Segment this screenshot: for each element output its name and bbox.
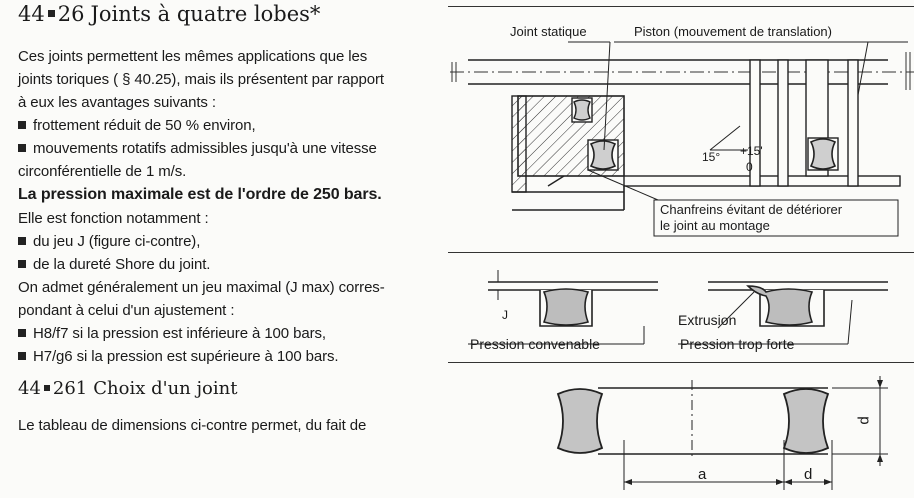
dim-d: d bbox=[804, 466, 813, 483]
intro-line-2: joints toriques ( § 40.25), mais ils pré… bbox=[18, 71, 384, 88]
figure-divider bbox=[448, 252, 914, 253]
advantage-item: frottement réduit de 50 % environ, bbox=[18, 114, 256, 137]
label-angle: 15° bbox=[702, 150, 721, 164]
seal-cross-section bbox=[782, 388, 830, 454]
label-gap-j: J bbox=[502, 308, 508, 322]
section-number: 44 bbox=[18, 2, 45, 26]
section-number: 44 bbox=[18, 378, 41, 399]
section-subnumber: 261 bbox=[52, 378, 88, 399]
jmax-line-2: pondant à celui d'un ajustement : bbox=[18, 302, 235, 319]
section-title: Joints à quatre lobes* bbox=[90, 2, 321, 26]
intro-line-1: Ces joints permettent les mêmes applicat… bbox=[18, 48, 368, 65]
seal-normal bbox=[542, 288, 590, 326]
label-piston: Piston (mouvement de translation) bbox=[634, 24, 832, 39]
pressure-factor: du jeu J (figure ci-contre), bbox=[18, 230, 200, 253]
label-tolerance-bottom: 0 bbox=[746, 160, 753, 174]
label-chamfer-1: Chanfreins évitant de détériorer bbox=[660, 202, 843, 217]
fit-item: H7/g6 si la pression est supérieure à 10… bbox=[18, 345, 339, 368]
section-subnumber: 26 bbox=[57, 2, 85, 26]
figure-column: Joint statique Piston (mouvement de tran… bbox=[448, 0, 914, 498]
max-pressure-statement: La pression maximale est de l'ordre de 2… bbox=[18, 186, 382, 203]
section-title: Choix d'un joint bbox=[93, 378, 238, 399]
figure-extrusion-comparison bbox=[468, 270, 888, 345]
advantage-continuation: circonférentielle de 1 m/s. bbox=[18, 163, 187, 180]
fit-item: H8/f7 si la pression est inférieure à 10… bbox=[18, 322, 326, 345]
technical-drawings bbox=[450, 41, 914, 490]
dim-d-vertical: d bbox=[855, 416, 873, 425]
pressure-factor: de la dureté Shore du joint. bbox=[18, 253, 210, 276]
square-bullet-icon bbox=[47, 10, 55, 17]
label-chamfer-2: le joint au montage bbox=[660, 218, 770, 233]
square-bullet-icon bbox=[43, 384, 50, 391]
figure-top-rule bbox=[448, 6, 914, 7]
seal-extruded bbox=[746, 285, 814, 326]
advantage-item: mouvements rotatifs admissibles jusqu'à … bbox=[18, 137, 377, 160]
quad-ring-seal bbox=[573, 99, 591, 121]
figure-seal-dimensions bbox=[556, 376, 888, 490]
seal-cross-section bbox=[556, 388, 604, 454]
label-pressure-ok: Pression convenable bbox=[470, 336, 600, 352]
quad-ring-seal bbox=[809, 138, 837, 170]
pressure-intro: Elle est fonction notamment : bbox=[18, 210, 209, 227]
label-tolerance-top: +15' bbox=[740, 144, 763, 158]
jmax-line-1: On admet généralement un jeu maximal (J … bbox=[18, 279, 385, 296]
label-extrusion: Extrusion bbox=[678, 312, 737, 328]
label-static-seal: Joint statique bbox=[510, 24, 587, 39]
intro-line-3: à eux les avantages suivants : bbox=[18, 94, 216, 111]
figure-divider bbox=[448, 362, 914, 363]
label-pressure-bad: Pression trop forte bbox=[680, 336, 795, 352]
figure-piston-section bbox=[450, 41, 914, 237]
section2-line-1: Le tableau de dimensions ci-contre perme… bbox=[18, 417, 367, 434]
quad-ring-seal bbox=[589, 140, 617, 170]
dim-a: a bbox=[698, 466, 707, 483]
